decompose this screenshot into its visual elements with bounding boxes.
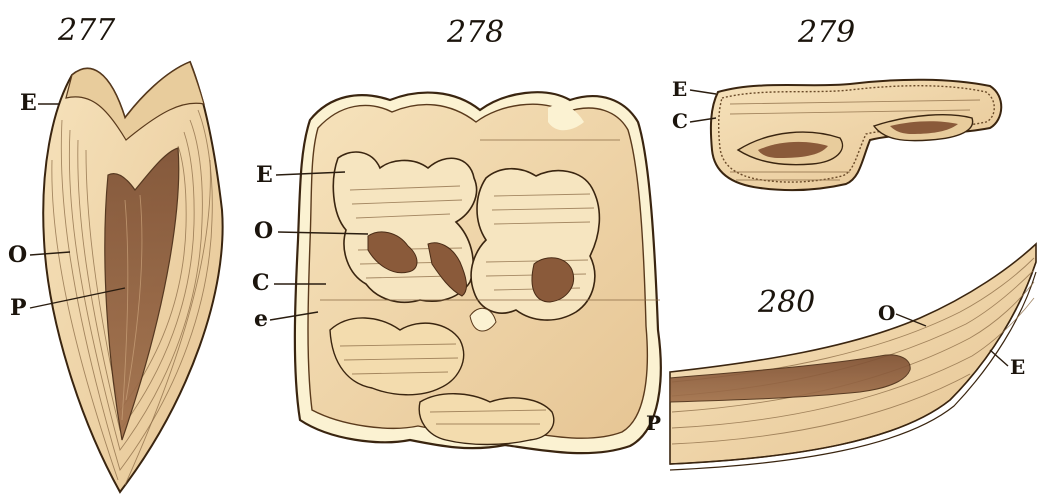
- fig278-label-E: E: [256, 162, 273, 188]
- figure-278-number: 278: [446, 15, 504, 50]
- fig279-label-E: E: [672, 77, 687, 101]
- fig279-leader-E: [690, 90, 716, 94]
- figure-279-tooth: [711, 80, 1001, 190]
- figure-280-number: 280: [757, 285, 815, 320]
- figure-278-molar: [295, 92, 661, 453]
- fig277-label-P: P: [10, 295, 27, 321]
- fig280-label-O: O: [878, 301, 895, 325]
- fig278-label-C: C: [252, 270, 270, 296]
- figure-279: 279 E C: [672, 15, 1001, 190]
- fig280-label-P: P: [646, 411, 661, 435]
- fig278-label-O: O: [254, 218, 273, 244]
- figure-277: 277 E O P: [8, 13, 223, 492]
- fig277-label-E: E: [20, 90, 37, 116]
- fig279-label-C: C: [672, 109, 688, 133]
- figure-280: 280 O E P: [646, 244, 1036, 470]
- figure-278: 278: [252, 15, 661, 453]
- figure-279-number: 279: [797, 15, 855, 50]
- figure-277-number: 277: [57, 13, 116, 48]
- fig277-label-O: O: [8, 242, 27, 268]
- figure-280-tusk: [670, 244, 1036, 470]
- fig280-label-E: E: [1010, 355, 1025, 379]
- figure-277-tooth: [43, 62, 222, 492]
- fig278-label-e: e: [254, 306, 268, 332]
